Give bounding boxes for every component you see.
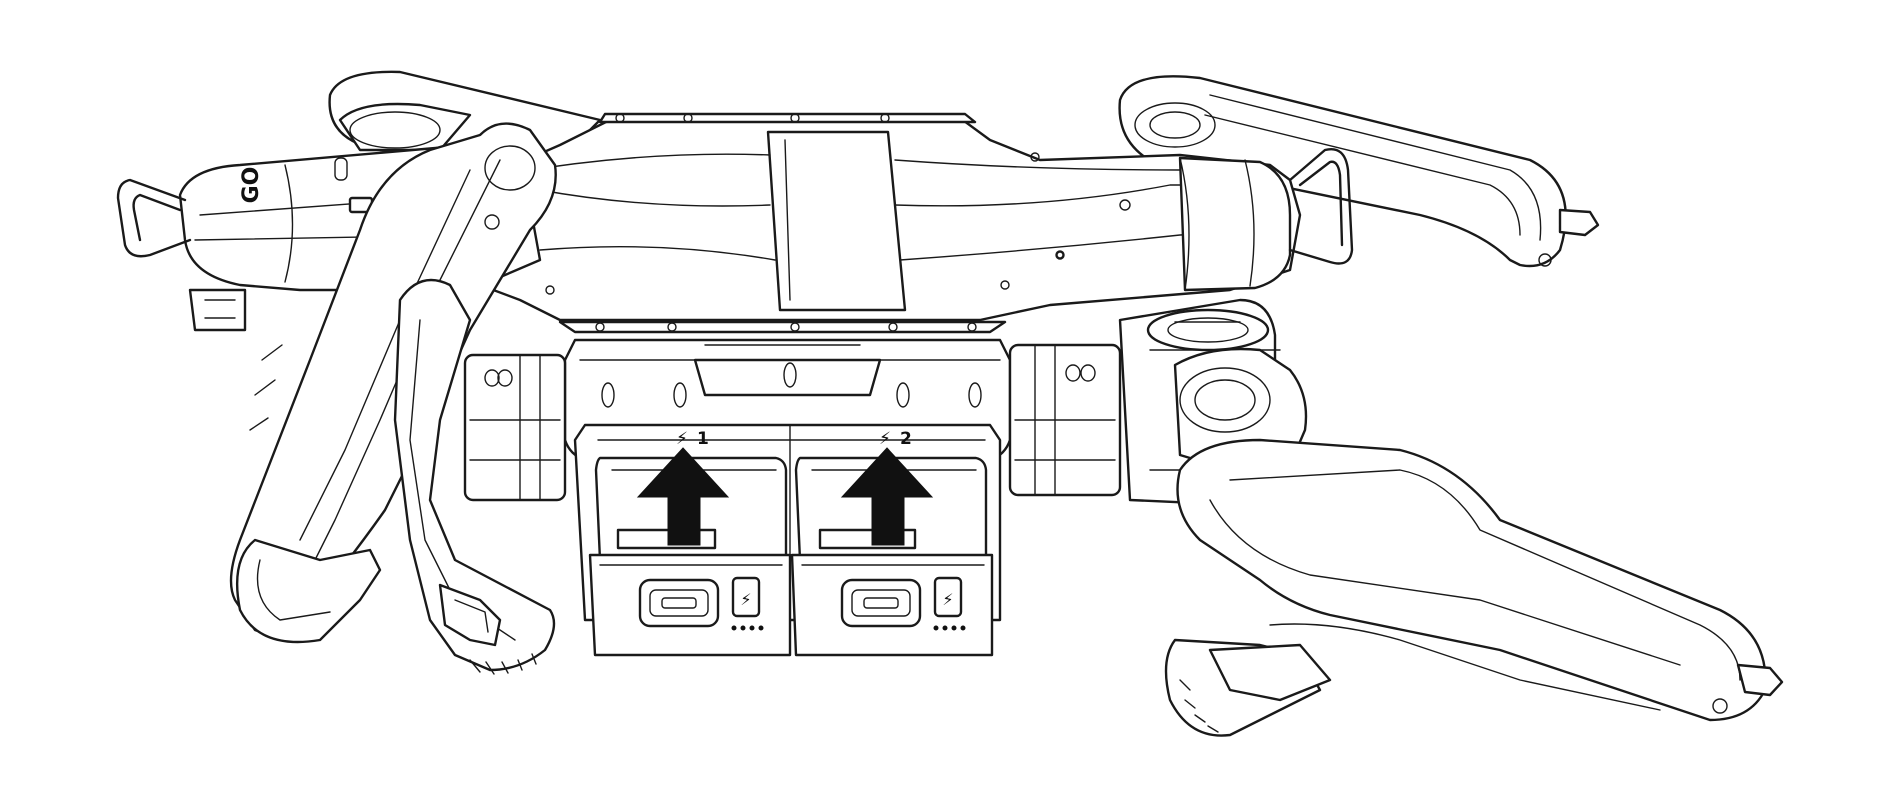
- svg-text:⚡: ⚡: [676, 429, 688, 449]
- battery-1-level-leds: [731, 625, 764, 631]
- arrow-up-icon: [840, 447, 934, 546]
- svg-text:2: 2: [900, 429, 912, 449]
- svg-text:⚡: ⚡: [740, 590, 751, 609]
- svg-text:GO: GO: [239, 167, 264, 204]
- left-hip-actuator: [463, 353, 567, 502]
- battery-slot-label-2: ⚡ 2: [879, 429, 912, 449]
- battery-2-level-leds: [933, 625, 966, 631]
- far-rear-thigh: [1118, 75, 1600, 268]
- rear-near-leg: [1164, 347, 1784, 737]
- front-near-leg: [229, 122, 557, 675]
- arrow-up-icon: [636, 447, 730, 546]
- battery-2-power-button: ⚡: [933, 576, 963, 618]
- svg-text:⚡: ⚡: [942, 590, 953, 609]
- battery-1-power-button: ⚡: [731, 576, 761, 618]
- svg-text:1: 1: [697, 429, 709, 449]
- body-logo: GO: [239, 167, 264, 204]
- battery-2-handle: [840, 578, 922, 628]
- main-body: [468, 112, 1302, 334]
- battery-slot-label-1: ⚡ 1: [676, 429, 709, 449]
- svg-text:⚡: ⚡: [879, 429, 891, 449]
- battery-1-handle: [638, 578, 720, 628]
- rear-body-cap: [1178, 148, 1354, 292]
